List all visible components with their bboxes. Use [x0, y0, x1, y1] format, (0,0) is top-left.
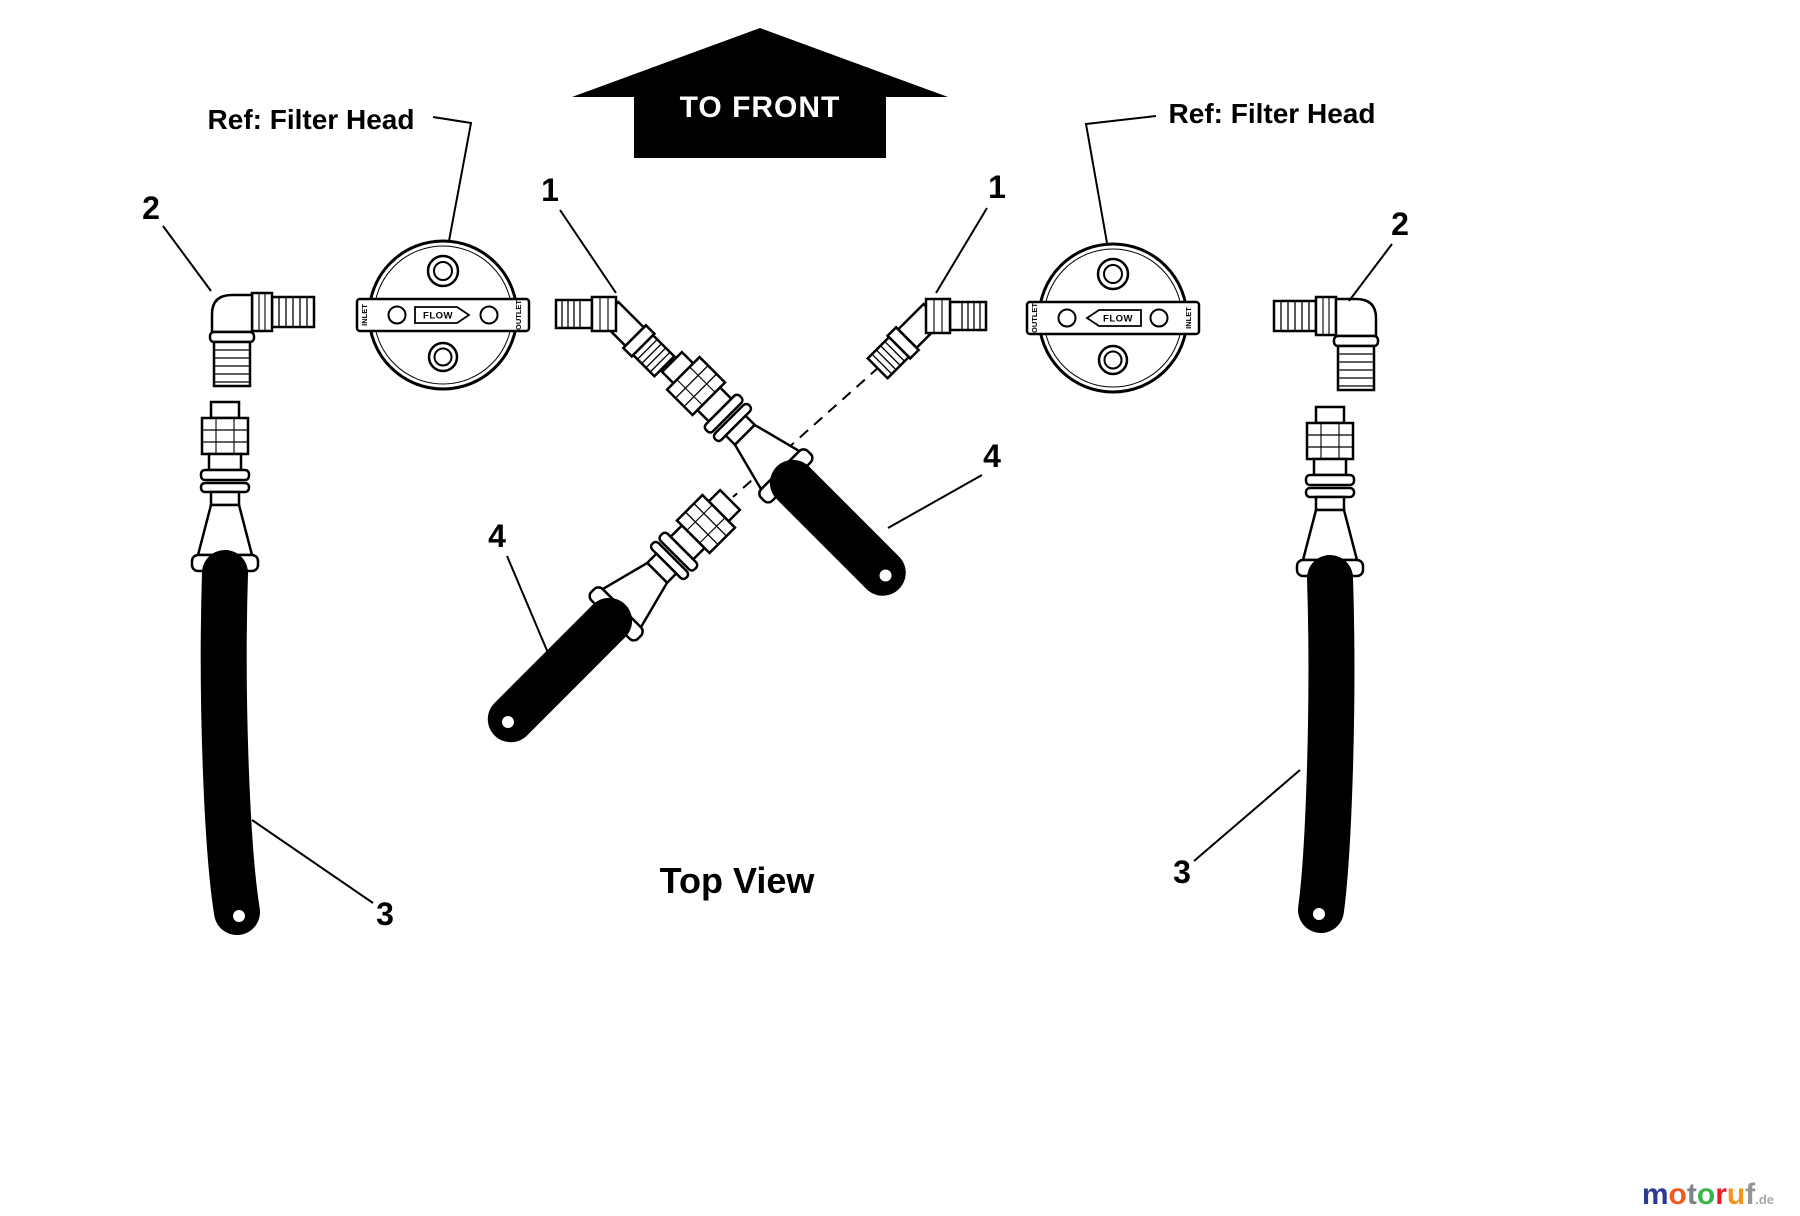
hose-end-eyelet — [877, 567, 894, 584]
watermark-letter: u — [1726, 1178, 1746, 1211]
watermark-letter: r — [1715, 1178, 1727, 1211]
watermark-letter: f — [1745, 1178, 1756, 1211]
watermark-letter: o — [1668, 1178, 1687, 1211]
hose-assembly-right — [1295, 405, 1365, 933]
callout-1-left: 1 — [541, 172, 559, 208]
flow-arrow — [414, 306, 471, 324]
callout-3-right: 3 — [1173, 854, 1191, 890]
outlet-label: OUTLET — [1030, 303, 1039, 333]
hose-assembly-diagonal-right — [647, 337, 906, 596]
leader-lines — [162, 115, 1393, 904]
callout-4-right: 4 — [983, 438, 1001, 474]
callout-2-right: 2 — [1391, 206, 1409, 242]
callout-1-right: 1 — [988, 169, 1006, 205]
to-front-arrow-shape — [572, 28, 948, 158]
callout-2-left: 2 — [142, 190, 160, 226]
watermark-letter: t — [1686, 1178, 1697, 1211]
leader-ref-right — [1084, 115, 1157, 244]
leader-callout-3-right — [1193, 769, 1301, 862]
hose-end-eyelet — [499, 714, 516, 731]
inlet-label: INLET — [360, 304, 369, 326]
leader-callout-1-right — [935, 207, 988, 294]
ref-filter-head-label-left: Ref: Filter Head — [208, 104, 415, 135]
watermark-suffix: .de — [1755, 1192, 1774, 1207]
leader-callout-1-left — [559, 209, 617, 294]
watermark-logo[interactable]: motoruf.de — [1642, 1180, 1774, 1210]
callout-4-left: 4 — [488, 518, 506, 554]
leader-callout-4-left — [506, 555, 552, 661]
leader-callout-4-right — [887, 474, 983, 529]
hose-end-eyelet — [1311, 906, 1327, 922]
flow-label: FLOW — [423, 311, 453, 322]
to-front-label: TO FRONT — [680, 91, 841, 124]
hose-assembly-diagonal-left — [487, 475, 755, 743]
watermark-letter: o — [1696, 1178, 1716, 1211]
to-front-arrow: TO FRONT — [572, 28, 948, 158]
elbow-90-right — [1272, 295, 1380, 392]
callout-3-left: 3 — [376, 896, 394, 932]
flow-label: FLOW — [1103, 314, 1133, 325]
view-title: Top View — [660, 860, 816, 901]
elbow-90-left — [208, 291, 316, 388]
filter-head-left: FLOW INLET OUTLET — [355, 239, 531, 391]
ref-filter-head-label-right: Ref: Filter Head — [1169, 98, 1376, 129]
elbow-45-right — [865, 297, 988, 381]
leader-ref-left — [432, 116, 473, 242]
watermark-letter: m — [1641, 1178, 1669, 1211]
flow-arrow — [1085, 309, 1142, 327]
outlet-label: OUTLET — [514, 300, 523, 330]
leader-callout-3-left — [251, 819, 374, 904]
hose-assembly-left — [190, 400, 260, 935]
inlet-label: INLET — [1184, 307, 1193, 329]
leader-callout-2-right — [1348, 243, 1393, 302]
hose-end-eyelet — [231, 908, 247, 924]
leader-callout-2-left — [162, 225, 212, 292]
filter-head-right: FLOW OUTLET INLET — [1025, 242, 1201, 394]
elbow-45-left — [554, 295, 677, 379]
